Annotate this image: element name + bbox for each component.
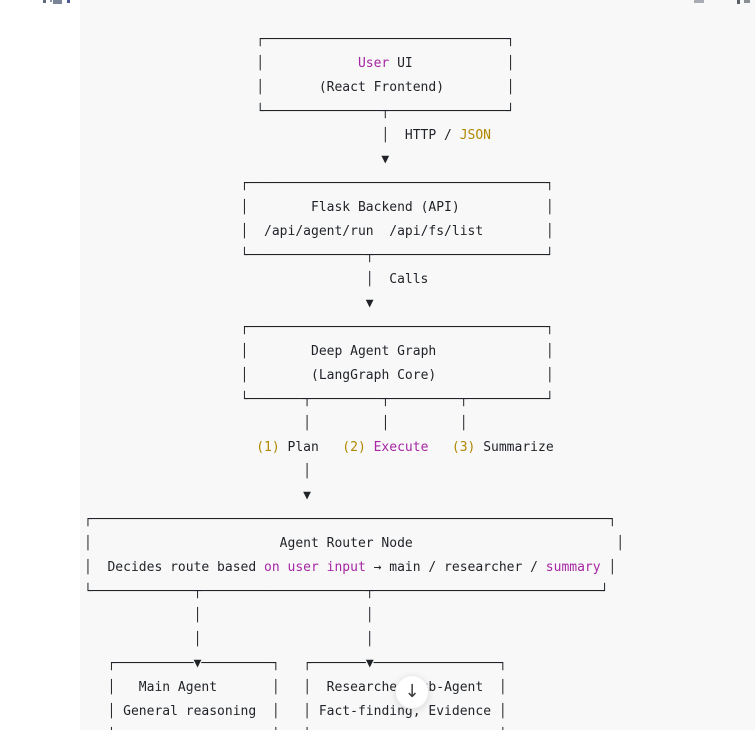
diagram-line: │ /api/agent/run /api/fs/list │ — [240, 224, 554, 239]
diagram-line: │ User UI │ — [256, 56, 515, 71]
diagram-line: │ (React Frontend) │ — [256, 80, 515, 95]
diagram-line: │ Deep Agent Graph │ — [240, 344, 554, 359]
diagram-line: ▼ — [381, 152, 390, 167]
diagram-line: ┌──────────────────────────────────────┐ — [240, 320, 554, 335]
diagram-line: ┌──────────────────────────────────────┐ — [240, 176, 554, 191]
scroll-to-bottom-button[interactable]: ↓ — [395, 675, 429, 709]
clipped-content-fragment — [53, 0, 62, 4]
down-arrow-icon: ↓ — [404, 681, 420, 702]
clipped-content-fragment — [694, 0, 704, 3]
diagram-line: ┌──────────▼─────────┐ ┌───────▼────────… — [107, 656, 507, 671]
code-block — [80, 0, 755, 730]
diagram-line: ┌───────────────────────────────┐ — [256, 32, 515, 47]
diagram-line: └───────────────┬───────────────┘ — [256, 104, 515, 119]
clipped-content-fragment — [43, 0, 46, 3]
diagram-line: └───────────────┬──────────────────────┘ — [240, 248, 554, 263]
diagram-line: │ Main Agent │ │ Researcher Sub-Agent │ — [107, 680, 507, 695]
diagram-line: │ Agent Router Node │ — [84, 536, 625, 551]
diagram-line: │ (LangGraph Core) │ — [240, 368, 554, 383]
diagram-line: │ Flask Backend (API) │ — [240, 200, 554, 215]
diagram-line: ▼ — [365, 296, 374, 311]
clipped-content-fragment — [50, 0, 52, 2]
diagram-line: │ Calls — [365, 272, 429, 287]
diagram-line: │ Decides route based on user input → ma… — [84, 560, 617, 575]
diagram-line: ▼ — [303, 488, 311, 503]
diagram-line: │ │ │ — [303, 416, 468, 431]
diagram-line: (1) Plan (2) Execute (3) Summarize — [256, 440, 554, 455]
clipped-content-fragment — [67, 0, 70, 3]
diagram-line: │ — [303, 464, 311, 479]
diagram-line: └─────────────┬─────────────────────┬───… — [84, 584, 609, 599]
ascii-architecture-diagram: ┌───────────────────────────────┐ │ User… — [84, 28, 624, 730]
diagram-line: │ General reasoning │ │ Fact-finding, Ev… — [107, 704, 507, 719]
clipped-content-fragment — [744, 0, 750, 3]
diagram-line: │ │ — [193, 632, 374, 647]
diagram-line: │ HTTP / JSON — [381, 128, 492, 143]
diagram-line: └───────┬─────────┬─────────┬──────────┘ — [240, 392, 554, 407]
diagram-line: │ │ │ │ — [84, 724, 624, 730]
clipped-content-fragment — [737, 0, 740, 4]
diagram-line: ┌───────────────────────────────────────… — [84, 512, 617, 527]
diagram-line: │ │ — [193, 608, 374, 623]
